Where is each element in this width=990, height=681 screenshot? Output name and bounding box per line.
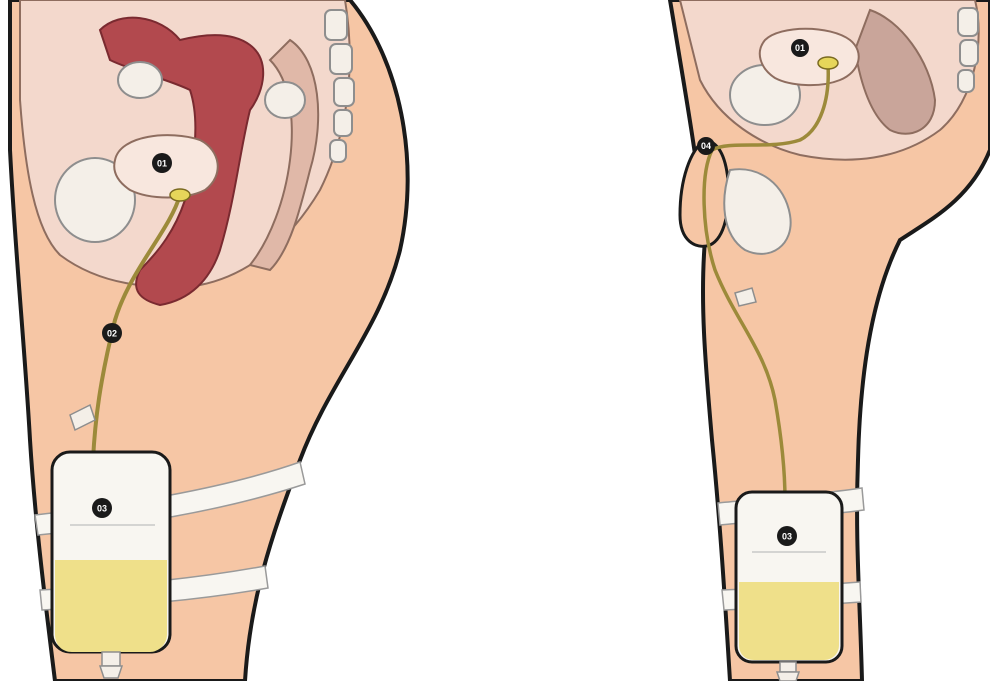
svg-text:03: 03 [782, 532, 792, 542]
svg-text:01: 01 [795, 43, 805, 53]
male-bladder [760, 29, 859, 85]
male-label-tube: 04 [697, 137, 715, 155]
svg-text:04: 04 [701, 141, 711, 151]
male-label-bag: 03 [777, 526, 797, 546]
male-catheter-tip [818, 57, 838, 69]
svg-text:02: 02 [107, 329, 117, 339]
female-urine-bag [52, 452, 170, 678]
male-spine [958, 8, 978, 92]
female-label-tube: 02 [102, 323, 122, 343]
female-ovary-right [265, 82, 305, 118]
female-catheter-tip [170, 189, 190, 201]
svg-text:01: 01 [157, 159, 167, 169]
male-figure: 01 04 03 [670, 0, 990, 681]
female-ovary-left [118, 62, 162, 98]
svg-text:03: 03 [97, 504, 107, 514]
female-label-bag: 03 [92, 498, 112, 518]
female-figure: 01 02 03 [10, 0, 408, 681]
male-urine-bag [736, 492, 842, 681]
female-label-bladder: 01 [152, 153, 172, 173]
male-label-bladder: 01 [791, 39, 809, 57]
